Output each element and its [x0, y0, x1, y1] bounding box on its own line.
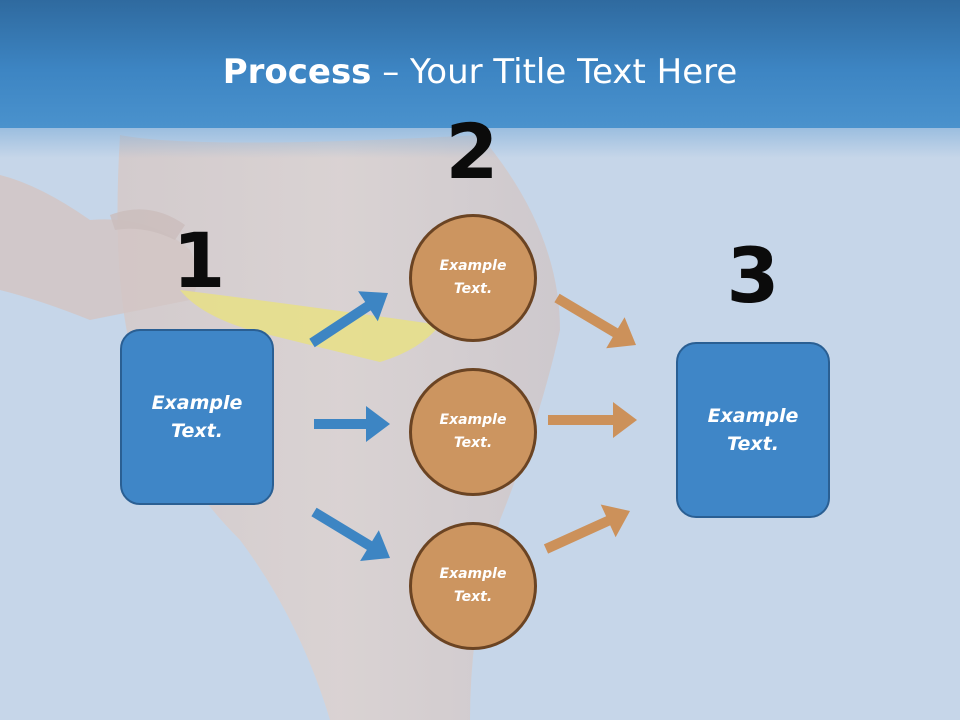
title-bold: Process — [222, 52, 372, 92]
title-rest: – Your Title Text Here — [371, 52, 738, 92]
step-2-circle-top-label: Example Text. — [439, 257, 507, 297]
arrow-bottom-to-3 — [543, 504, 630, 554]
title-bar — [0, 0, 960, 128]
step-2-number: 2 — [445, 107, 499, 196]
arrow-1-to-bottom — [311, 507, 390, 561]
step-1-label: Example Text. — [151, 391, 243, 443]
step-1-box[interactable]: Example Text. — [120, 329, 274, 505]
arrow-1-to-top — [309, 291, 388, 348]
step-2-circle-top[interactable]: Example Text. — [409, 214, 537, 342]
arrow-1-to-middle — [314, 406, 390, 442]
arrow-top-to-3 — [554, 293, 636, 349]
title-bar-fade — [0, 128, 960, 158]
step-2-circle-bottom[interactable]: Example Text. — [409, 522, 537, 650]
step-2-circle-bottom-label: Example Text. — [439, 565, 507, 605]
arrow-middle-to-3 — [548, 402, 637, 438]
step-3-box[interactable]: Example Text. — [676, 342, 830, 518]
step-2-circle-middle-label: Example Text. — [439, 411, 507, 451]
slide-title: Process – Your Title Text Here — [0, 52, 960, 92]
step-3-label: Example Text. — [707, 404, 799, 456]
step-3-number: 3 — [726, 231, 780, 320]
step-2-circle-middle[interactable]: Example Text. — [409, 368, 537, 496]
step-1-number: 1 — [172, 216, 226, 305]
